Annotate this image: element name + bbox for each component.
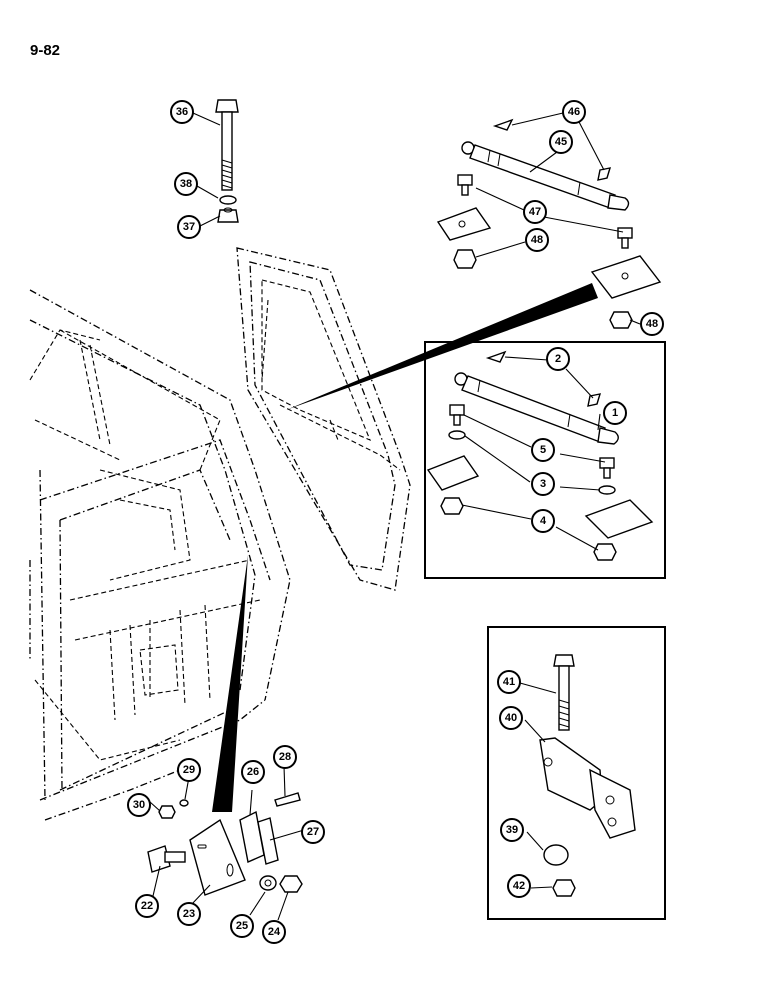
svg-text:27: 27 [307, 826, 319, 838]
callout-30: 30 [127, 793, 151, 817]
svg-text:38: 38 [180, 178, 192, 190]
callout-26: 26 [241, 760, 265, 784]
detail-box-bracket [487, 626, 666, 920]
page-number: 9-82 [30, 42, 61, 59]
callout-28: 28 [273, 745, 297, 769]
svg-text:46: 46 [568, 106, 580, 118]
svg-text:47: 47 [529, 206, 541, 218]
callout-45: 45 [549, 130, 573, 154]
svg-text:25: 25 [236, 920, 248, 932]
detail-pointer-upper [286, 283, 598, 410]
callout-38: 38 [174, 172, 198, 196]
svg-text:2: 2 [555, 353, 561, 365]
svg-text:48: 48 [531, 234, 543, 246]
svg-text:40: 40 [505, 712, 517, 724]
callout-25: 25 [230, 914, 254, 938]
callout-29: 29 [177, 758, 201, 782]
callout-24: 24 [262, 920, 286, 944]
door-frame-phantom [236, 247, 411, 591]
callout-41: 41 [497, 670, 521, 694]
callout-22: 22 [135, 894, 159, 918]
gas-strut-1 [426, 350, 654, 561]
svg-text:3: 3 [540, 478, 546, 490]
callout-47: 47 [523, 200, 547, 224]
detail-box-strut [424, 341, 666, 579]
callout-5: 5 [531, 438, 555, 462]
callout-40: 40 [499, 706, 523, 730]
callout-4: 4 [531, 509, 555, 533]
leader-lines [149, 112, 641, 921]
callout-23: 23 [177, 902, 201, 926]
callout-2: 2 [546, 347, 570, 371]
svg-text:48: 48 [646, 318, 658, 330]
callout-42: 42 [507, 874, 531, 898]
cab-frame-phantom [29, 289, 291, 821]
callout-48-lower: 48 [640, 312, 664, 336]
callout-48-upper: 48 [525, 228, 549, 252]
callout-27: 27 [301, 820, 325, 844]
svg-text:22: 22 [141, 900, 153, 912]
svg-text:37: 37 [183, 221, 195, 233]
callout-46: 46 [562, 100, 586, 124]
svg-text:24: 24 [268, 926, 281, 938]
svg-text:1: 1 [612, 407, 618, 419]
svg-text:28: 28 [279, 751, 291, 763]
svg-text:4: 4 [540, 515, 547, 527]
svg-text:36: 36 [176, 106, 188, 118]
svg-text:45: 45 [555, 136, 567, 148]
callout-36: 36 [170, 100, 194, 124]
bolt-36-assembly [215, 99, 239, 223]
detail-pointer-lower [212, 555, 248, 812]
svg-text:29: 29 [183, 764, 195, 776]
svg-text:30: 30 [133, 799, 145, 811]
gas-strut-45 [436, 118, 662, 329]
bracket-40-assembly [539, 654, 636, 897]
svg-text:23: 23 [183, 908, 195, 920]
svg-text:39: 39 [506, 824, 518, 836]
hinge-parts [147, 792, 303, 896]
callout-37: 37 [177, 215, 201, 239]
svg-text:42: 42 [513, 880, 525, 892]
callout-1: 1 [603, 401, 627, 425]
callout-3: 3 [531, 472, 555, 496]
svg-text:26: 26 [247, 766, 259, 778]
svg-text:5: 5 [540, 444, 546, 456]
callout-39: 39 [500, 818, 524, 842]
svg-text:41: 41 [503, 676, 515, 688]
